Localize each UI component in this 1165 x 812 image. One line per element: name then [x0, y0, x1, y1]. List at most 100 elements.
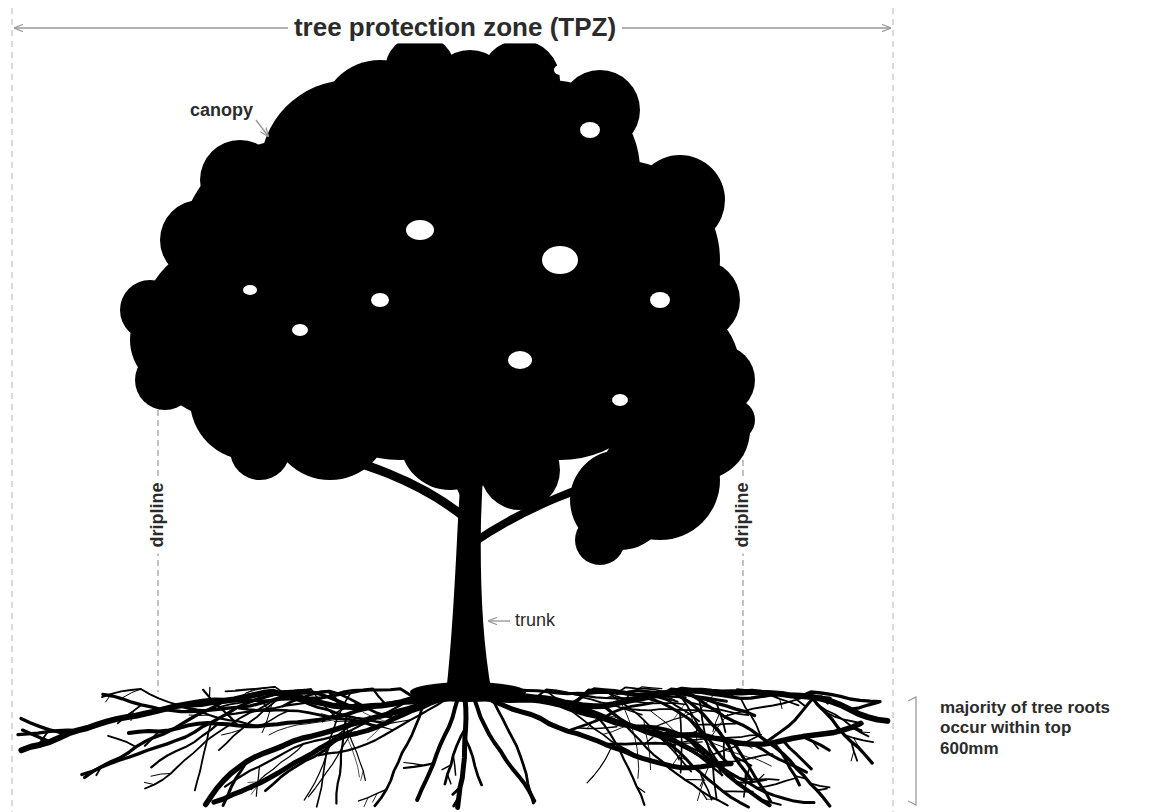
tree-root: [851, 742, 857, 761]
tree-root: [626, 687, 662, 699]
tree-root: [373, 793, 378, 802]
tree-root: [367, 726, 381, 740]
tree-root: [304, 737, 333, 801]
canopy-foliage: [480, 40, 560, 120]
tree-root: [145, 731, 159, 745]
tree-root: [445, 728, 466, 784]
tree-root: [23, 730, 51, 742]
tree-root: [256, 766, 259, 796]
canopy-foliage: [230, 420, 290, 480]
tree-root: [577, 727, 617, 729]
canopy-foliage: [635, 155, 725, 245]
tree-root: [761, 800, 780, 805]
tree-root: [812, 741, 818, 749]
tree-root: [743, 744, 752, 749]
tree-root: [851, 751, 854, 761]
tree-root: [222, 730, 241, 735]
tree-root: [123, 689, 141, 698]
tree-root: [636, 727, 722, 776]
tree-root: [336, 714, 347, 803]
tree-root: [685, 779, 705, 781]
tree-root: [645, 710, 701, 730]
canopy-gap: [612, 394, 628, 406]
canopy-foliage: [575, 515, 625, 565]
part-label: majority of tree roots occur within top …: [940, 698, 1115, 759]
tree-root: [144, 782, 154, 784]
canopy-foliage: [660, 260, 740, 340]
tree-root: [825, 712, 863, 724]
tree-root: [318, 700, 445, 755]
tree-root: [737, 780, 767, 783]
canopy-gap: [508, 351, 532, 369]
tree-root: [683, 708, 688, 717]
tree-root: [795, 776, 805, 778]
tree-root: [454, 798, 459, 807]
tree-root: [226, 689, 386, 716]
tree-root: [753, 758, 771, 766]
canopy-foliage: [270, 360, 390, 480]
part-label: canopy: [190, 100, 253, 122]
tree-silhouette: [18, 35, 887, 807]
part-label: trunk: [515, 610, 555, 632]
tree-root: [259, 692, 268, 697]
tree-root: [623, 708, 642, 714]
tree-root: [189, 714, 209, 716]
tree-root: [783, 741, 811, 769]
tree-root: [281, 689, 338, 719]
tree-root: [442, 765, 451, 770]
tree-root: [359, 790, 387, 801]
tree-root: [710, 714, 728, 738]
tree-root: [225, 703, 405, 787]
tree-root: [247, 691, 304, 703]
canopy-foliage: [120, 280, 180, 340]
tree-root: [480, 698, 770, 805]
canopy-gap: [542, 246, 578, 274]
tree-root: [195, 723, 212, 791]
leader-line: [256, 120, 268, 136]
canopy-gap: [650, 292, 670, 308]
tree-root: [803, 737, 830, 751]
tree-root: [281, 689, 311, 692]
tree-root: [587, 742, 615, 783]
tree-root: [361, 771, 364, 781]
tree-root: [108, 736, 136, 747]
tree-trunk: [446, 470, 492, 694]
tree-root: [852, 727, 861, 730]
tree-root: [334, 721, 393, 730]
tree-root: [844, 735, 873, 742]
tree-root: [465, 738, 482, 785]
depth-bracket: [908, 697, 916, 805]
tree-root: [666, 696, 675, 700]
canopy-foliage: [385, 35, 455, 105]
tree-root: [106, 694, 112, 702]
tree-root: [118, 705, 142, 724]
tree-root: [453, 755, 455, 775]
canopy-gap: [554, 65, 566, 75]
tree-root: [674, 703, 686, 719]
tree-root: [849, 702, 878, 709]
tree-root: [131, 711, 133, 721]
tree-root: [308, 730, 352, 797]
canopy-gap: [292, 324, 308, 336]
tree-root: [854, 738, 859, 747]
canopy-gap: [406, 220, 434, 240]
tree-root: [817, 789, 827, 791]
leader-line: [489, 620, 510, 621]
tree-root: [404, 763, 424, 766]
tree-root: [453, 788, 460, 795]
tree-root: [248, 781, 258, 783]
tree-root: [235, 688, 265, 690]
tree-root: [701, 791, 707, 799]
tpz-boundary: [12, 8, 13, 812]
tree-root: [637, 787, 645, 793]
tree-root: [251, 786, 257, 794]
dripline-label: dripline: [732, 476, 754, 553]
canopy-foliage: [480, 430, 560, 510]
tree-root: [345, 724, 365, 780]
tree-root: [645, 737, 653, 743]
tree-root: [151, 724, 218, 768]
tree-root: [458, 698, 466, 807]
tree-root: [757, 774, 764, 781]
tree-root: [810, 783, 830, 787]
